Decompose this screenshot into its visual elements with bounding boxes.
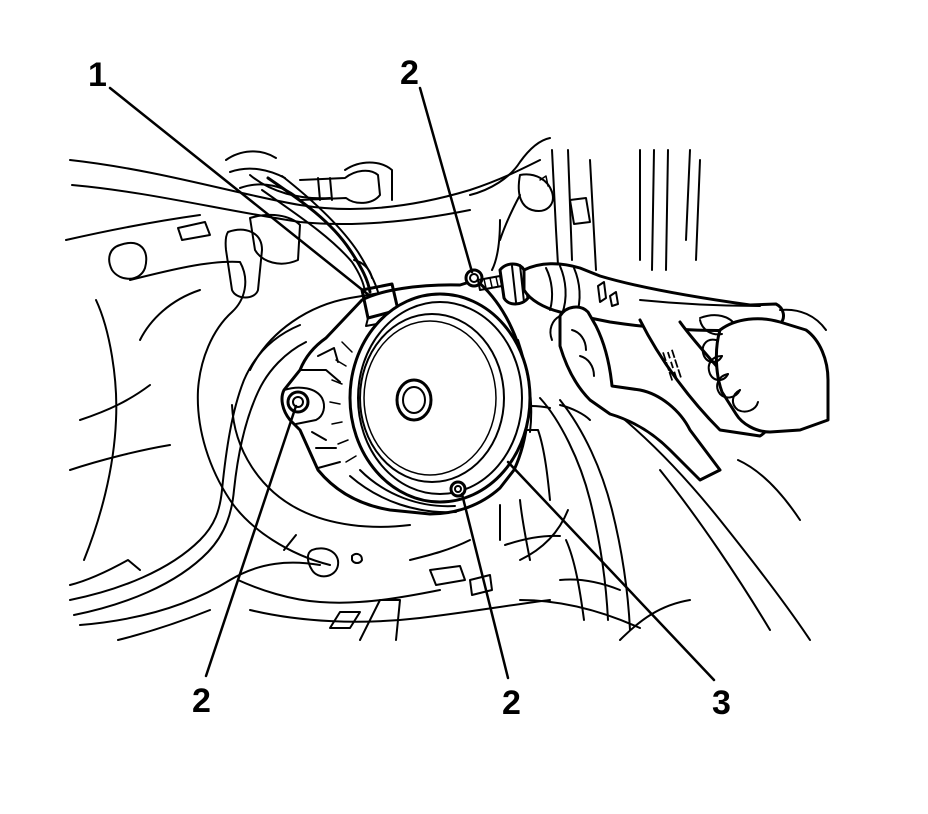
door-pillar xyxy=(469,137,811,641)
callout-2-top: 2 xyxy=(400,54,419,92)
fastener-left xyxy=(286,390,310,414)
leader-1 xyxy=(108,86,372,298)
fastener-bottom xyxy=(449,480,467,498)
wiring-harness xyxy=(225,150,400,327)
leader-lines xyxy=(108,86,716,682)
callout-labels: 1 2 2 2 3 xyxy=(88,54,731,722)
leader-2-left xyxy=(204,404,298,678)
leader-3 xyxy=(506,460,716,682)
callout-3: 3 xyxy=(712,684,731,722)
speaker-assembly xyxy=(280,278,533,516)
door-inner-panel xyxy=(65,159,641,641)
callout-1: 1 xyxy=(88,56,107,94)
callout-2-bottom: 2 xyxy=(502,684,521,722)
leader-2-bottom xyxy=(460,492,510,680)
callout-2-left: 2 xyxy=(192,682,211,720)
hands xyxy=(549,305,830,482)
leader-2-top xyxy=(418,86,474,274)
